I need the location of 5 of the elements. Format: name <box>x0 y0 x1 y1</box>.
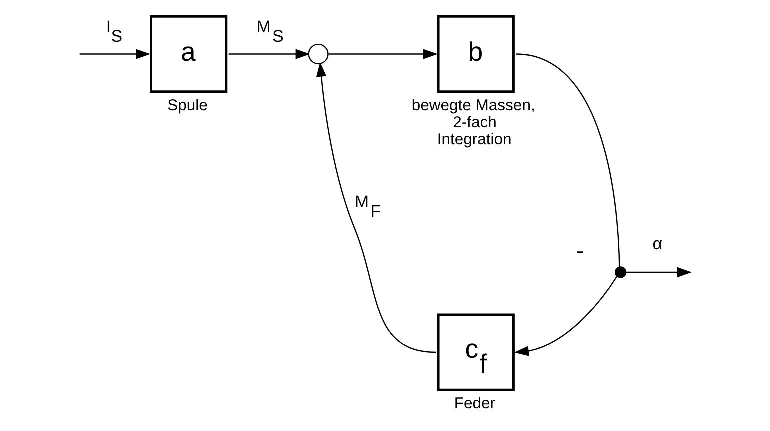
node-label: Spule <box>168 98 208 115</box>
node-label: bewegte Massen, 2-fach Integration <box>412 98 536 148</box>
label: - <box>576 238 584 266</box>
edge-label: α <box>652 234 663 254</box>
node-label: Feder <box>454 396 496 413</box>
